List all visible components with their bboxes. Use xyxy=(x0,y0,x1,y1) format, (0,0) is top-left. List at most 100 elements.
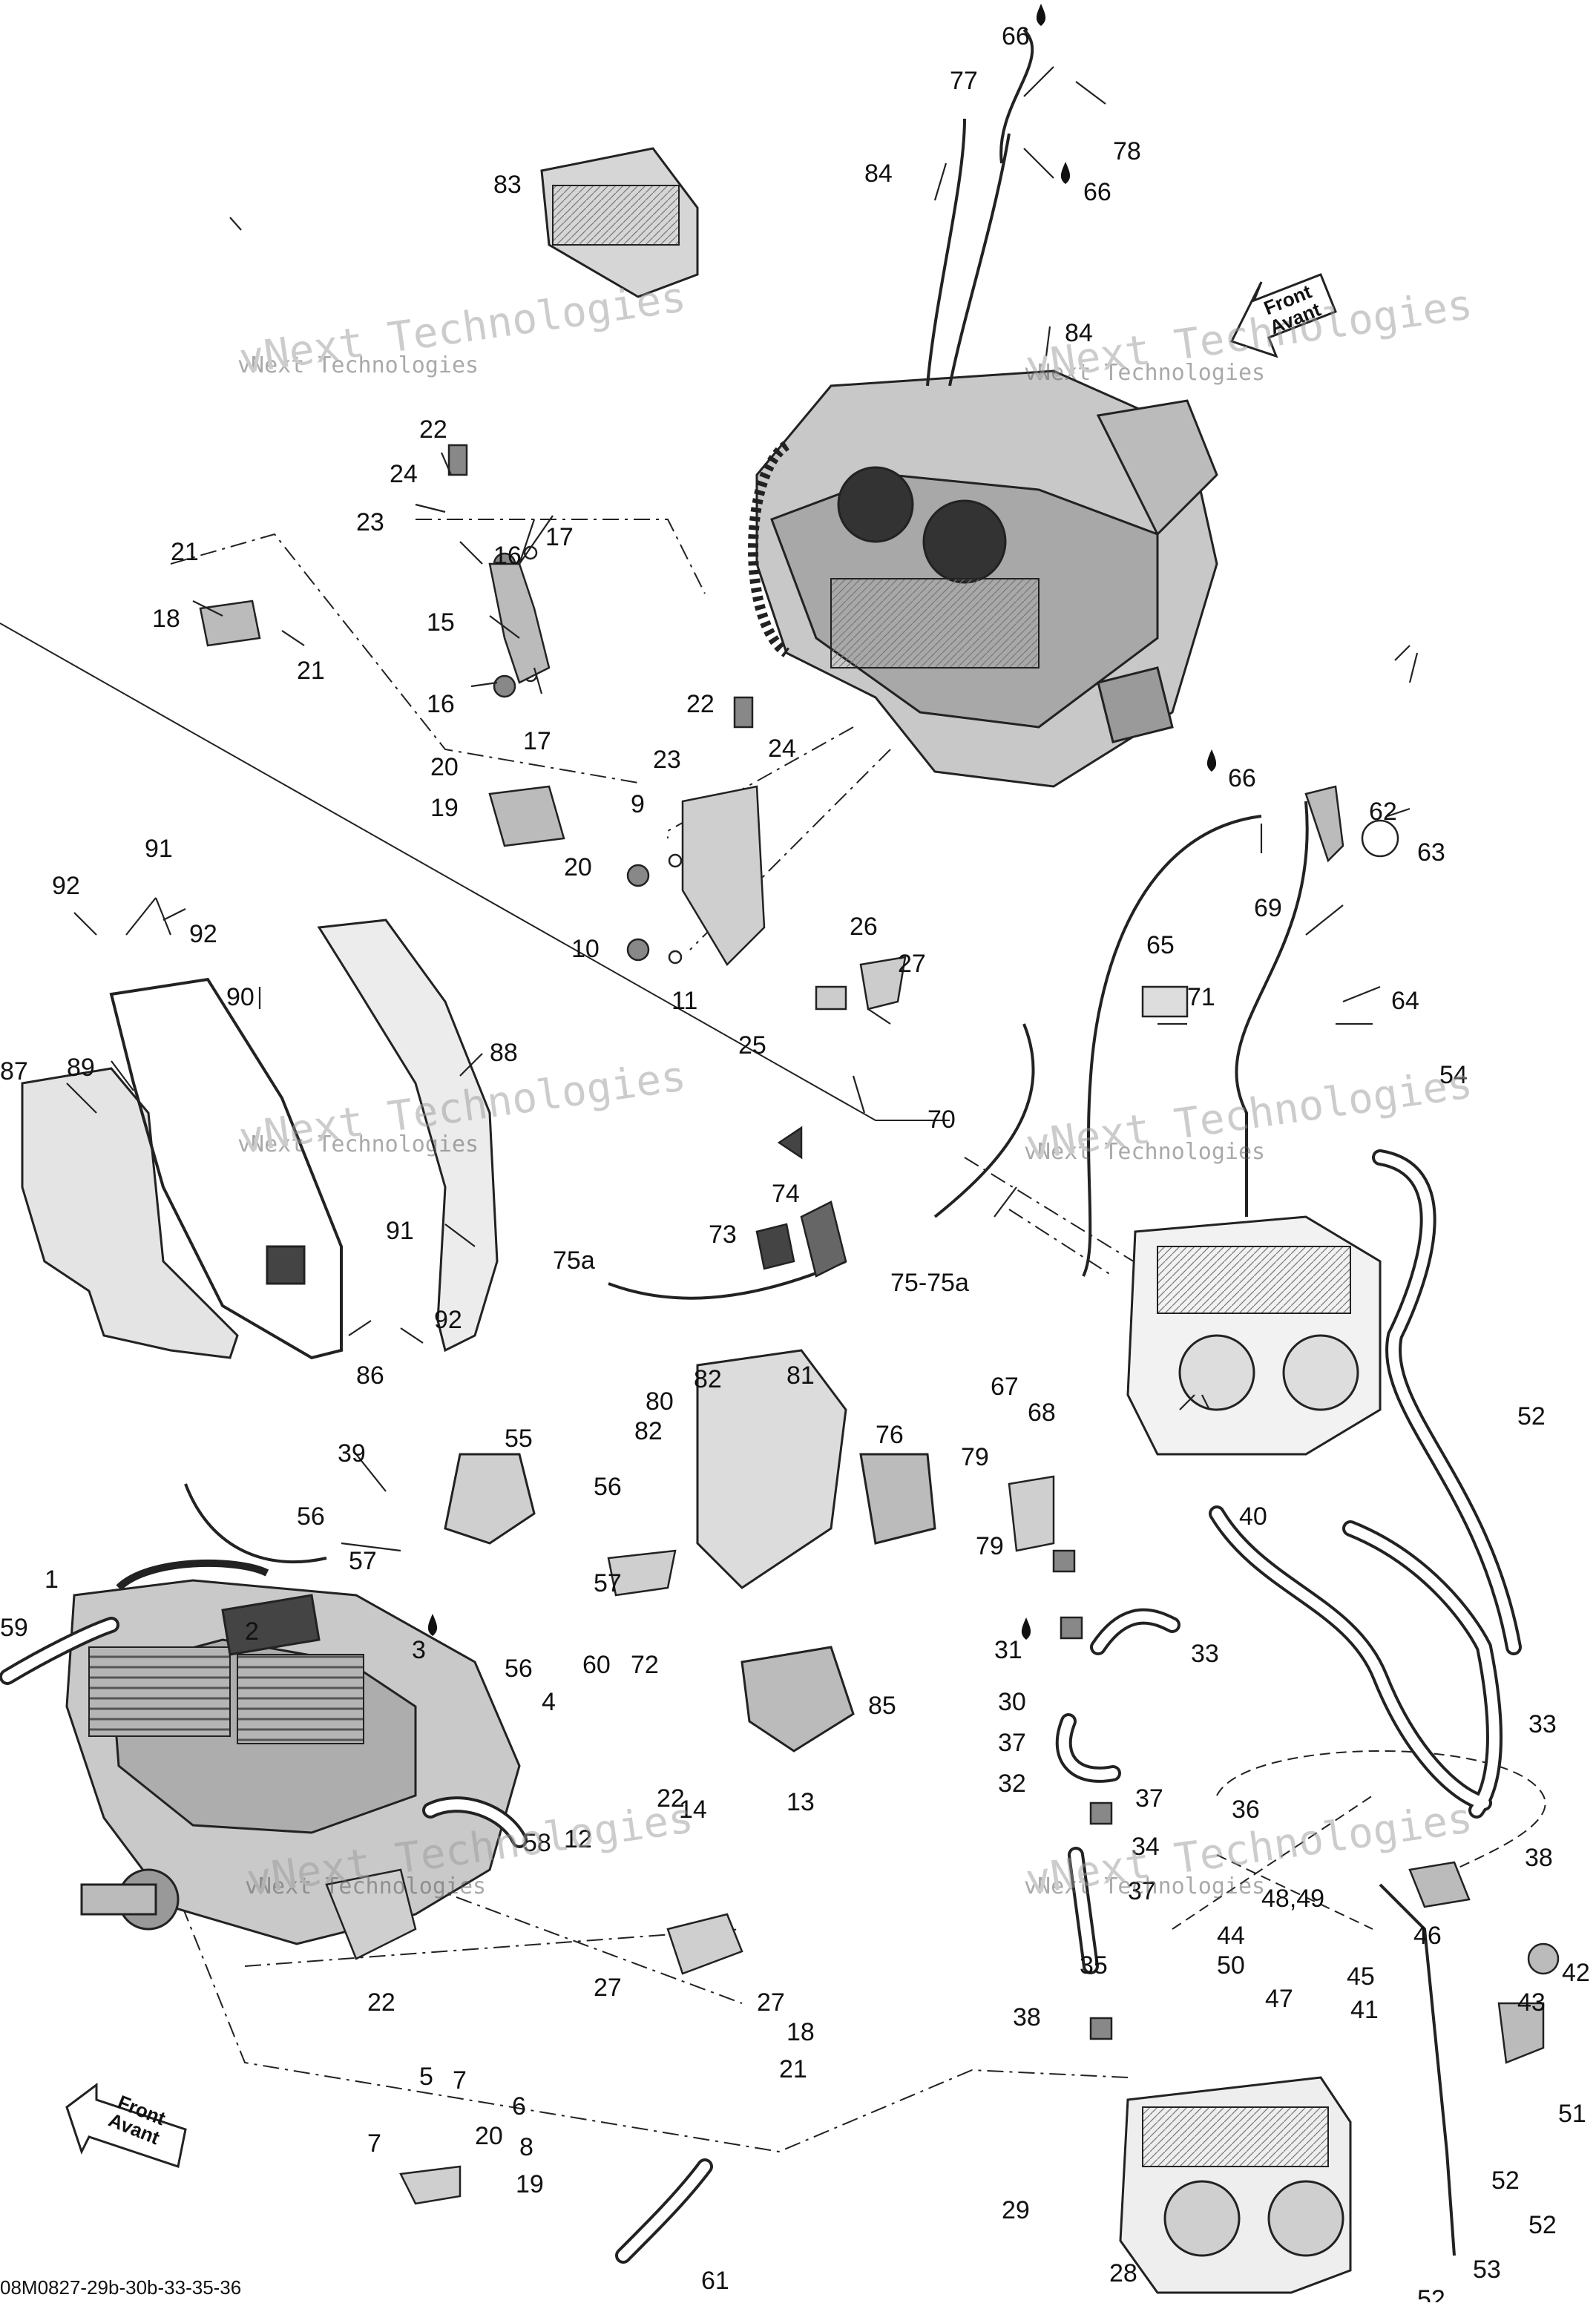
callout-c66c: 66 xyxy=(1228,764,1256,792)
callout-c79a: 79 xyxy=(961,1443,989,1471)
callout-c80: 80 xyxy=(646,1387,674,1416)
callout-c22a: 22 xyxy=(419,415,447,444)
drop-icon xyxy=(1021,1617,1031,1640)
callout-c72: 72 xyxy=(631,1651,659,1679)
callout-c24a: 24 xyxy=(390,460,418,488)
callout-c21c: 21 xyxy=(779,2055,807,2083)
callout-c85: 85 xyxy=(868,1692,896,1720)
callout-c28: 28 xyxy=(1109,2259,1137,2287)
callout-c65: 65 xyxy=(1146,931,1175,959)
callout-c69: 69 xyxy=(1254,894,1282,922)
engine-top-view xyxy=(748,369,1218,788)
callout-c52c: 52 xyxy=(1528,2211,1557,2239)
callout-c39: 39 xyxy=(338,1439,366,1468)
callout-c19a: 19 xyxy=(430,794,459,822)
callout-c37a: 37 xyxy=(998,1729,1026,1757)
callout-c10: 10 xyxy=(571,935,600,963)
callout-c20a: 20 xyxy=(430,753,459,781)
callout-c17b: 17 xyxy=(523,727,551,755)
callout-c92a: 92 xyxy=(52,872,80,900)
front-arrow-top xyxy=(1229,273,1337,358)
callout-c24b: 24 xyxy=(768,735,796,763)
callout-c84a: 84 xyxy=(864,160,893,188)
callout-c46: 46 xyxy=(1413,1922,1442,1950)
fasteners xyxy=(199,444,1560,2205)
ecu-module xyxy=(540,147,699,298)
callout-c70: 70 xyxy=(927,1106,956,1134)
callout-c20b: 20 xyxy=(564,853,592,881)
callout-c82b: 82 xyxy=(634,1417,663,1445)
callout-c62: 62 xyxy=(1369,798,1397,826)
callout-c92b: 92 xyxy=(189,920,217,948)
callout-c20c: 20 xyxy=(475,2122,503,2150)
callout-c33b: 33 xyxy=(1528,1710,1557,1738)
callout-c83: 83 xyxy=(493,171,522,199)
callout-c81: 81 xyxy=(786,1361,815,1390)
callout-c22d: 22 xyxy=(367,1988,395,2017)
callout-c45: 45 xyxy=(1347,1962,1375,1991)
callout-c60: 60 xyxy=(582,1651,611,1679)
callout-c32: 32 xyxy=(998,1770,1026,1798)
callout-c73: 73 xyxy=(709,1221,737,1249)
hoses-inner xyxy=(2,1152,1519,2261)
callout-c66b: 66 xyxy=(1083,178,1111,206)
callout-c56b: 56 xyxy=(594,1473,622,1501)
callout-c57a: 57 xyxy=(349,1547,377,1575)
callout-c6: 6 xyxy=(512,2092,526,2121)
ignition-coil-bracket xyxy=(444,1349,936,1753)
drop-icon xyxy=(1036,4,1046,26)
callout-c68: 68 xyxy=(1028,1399,1056,1427)
callout-c2: 2 xyxy=(245,1617,259,1646)
callout-c27c: 27 xyxy=(594,1974,622,2002)
callout-c21a: 21 xyxy=(171,538,199,566)
callout-c91a: 91 xyxy=(145,835,173,863)
callout-c54: 54 xyxy=(1439,1061,1468,1089)
callout-c52b: 52 xyxy=(1491,2167,1520,2195)
callout-c15: 15 xyxy=(427,608,455,637)
drop-icon xyxy=(1060,162,1071,184)
throttle-body-lower xyxy=(1119,2076,1352,2294)
callout-c8: 8 xyxy=(519,2133,533,2161)
callout-c66a: 66 xyxy=(1002,22,1030,50)
callout-c37c: 37 xyxy=(1128,1877,1156,1905)
callout-c71: 71 xyxy=(1187,983,1215,1011)
callout-c63: 63 xyxy=(1417,838,1445,867)
callout-c40: 40 xyxy=(1239,1502,1267,1531)
callout-c9: 9 xyxy=(631,790,645,818)
belt-guard-panels xyxy=(21,919,499,1360)
callout-c75a: 75a xyxy=(553,1246,595,1275)
callout-c79b: 79 xyxy=(976,1532,1004,1560)
callout-c56a: 56 xyxy=(297,1502,325,1531)
callout-c4849: 48,49 xyxy=(1261,1885,1324,1913)
callout-c23a: 23 xyxy=(356,508,384,536)
callout-c76: 76 xyxy=(876,1421,904,1449)
callout-c61: 61 xyxy=(701,2267,729,2295)
callout-c31: 31 xyxy=(994,1636,1022,1664)
callout-c25: 25 xyxy=(738,1031,766,1060)
engine-bottom-view xyxy=(65,1559,521,1945)
callout-c37b: 37 xyxy=(1135,1784,1163,1813)
callout-c41: 41 xyxy=(1350,1996,1379,2024)
callout-c74: 74 xyxy=(772,1180,800,1208)
callout-c22c: 22 xyxy=(657,1784,685,1813)
leader-lines xyxy=(66,66,1419,1552)
callout-c16a: 16 xyxy=(493,542,522,570)
drawing-code: 08M0827-29b-30b-33-35-36 xyxy=(0,2276,242,2299)
callout-c53: 53 xyxy=(1473,2256,1501,2284)
callout-c52a: 52 xyxy=(1517,1402,1546,1430)
callout-c27a: 27 xyxy=(898,950,926,978)
callout-c12: 12 xyxy=(564,1825,592,1853)
callout-c18b: 18 xyxy=(786,2018,815,2046)
callout-c27b: 27 xyxy=(757,1988,785,2017)
callout-c78: 78 xyxy=(1113,137,1141,165)
callout-c51: 51 xyxy=(1558,2100,1586,2128)
callout-c88: 88 xyxy=(490,1039,518,1067)
reference-lines xyxy=(0,519,1546,2153)
callout-c52d: 52 xyxy=(1417,2285,1445,2302)
callout-c38b: 38 xyxy=(1525,1844,1553,1872)
cables xyxy=(184,28,1456,2256)
callout-c56c: 56 xyxy=(505,1655,533,1683)
